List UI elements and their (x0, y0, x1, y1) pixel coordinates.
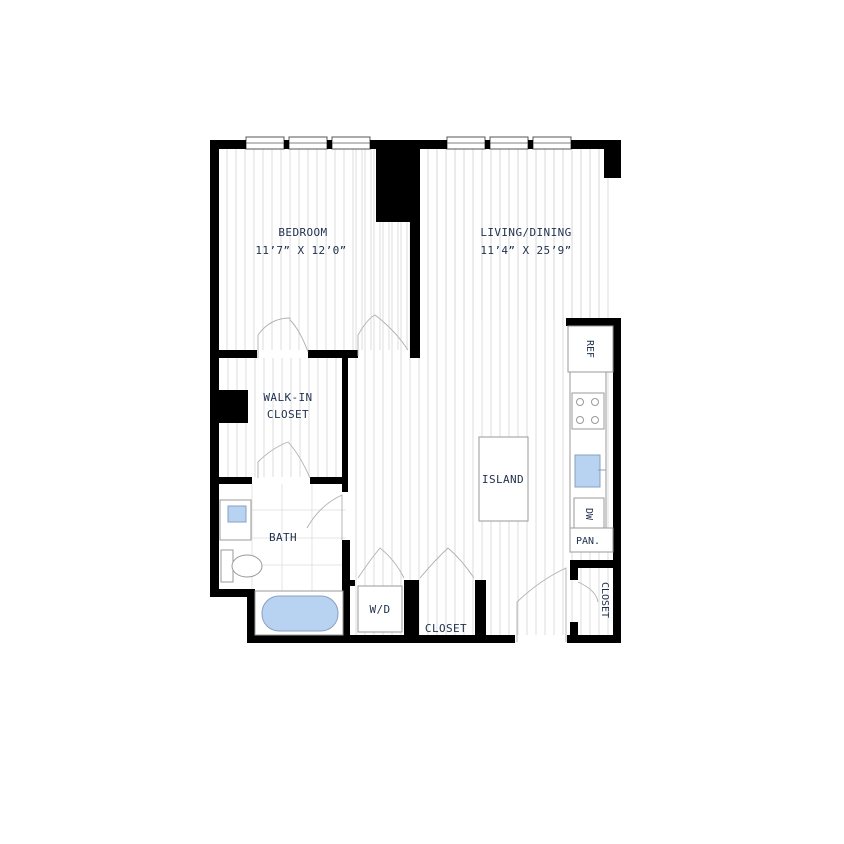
bath-label: BATH (269, 531, 297, 544)
kitchen-island (478, 436, 529, 522)
walls (210, 140, 621, 643)
toilet-tank (220, 549, 234, 583)
pantry (569, 527, 614, 553)
bath-door (306, 494, 343, 540)
refrigerator (567, 325, 614, 373)
island-label: ISLAND (482, 473, 524, 486)
tub-basin (261, 595, 339, 632)
floor-texture (226, 149, 609, 635)
living-label: LIVING/DINING (480, 226, 571, 239)
door-swings (257, 314, 599, 642)
pan-label: PAN. (576, 536, 600, 547)
dw-label: DW (583, 508, 594, 521)
labels: BEDROOM 11’7” X 12’0” LIVING/DINING 11’4… (255, 226, 610, 635)
closet-door-2 (419, 547, 475, 579)
toilet-bowl (231, 554, 263, 578)
bath-sink (227, 505, 247, 523)
living-dims: 11’4” X 25’9” (480, 244, 571, 257)
bath-fixtures (219, 499, 344, 636)
living-door (357, 314, 409, 356)
bedroom-label: BEDROOM (278, 226, 327, 239)
entry-door (516, 567, 567, 642)
walkin-label-1: WALK-IN (263, 391, 312, 404)
closet-label: CLOSET (425, 622, 467, 635)
kitchen-sink (574, 454, 601, 488)
bedroom-dims: 11’7” X 12’0” (255, 244, 346, 257)
kitchen-counter (567, 325, 614, 553)
closet-door (257, 441, 311, 479)
walkin-label-2: CLOSET (267, 408, 309, 421)
side-closet-label: CLOSET (599, 582, 610, 618)
bedroom-door (257, 317, 309, 358)
dishwasher (573, 497, 605, 531)
washer-dryer (357, 585, 403, 633)
side-closet-door (577, 581, 599, 603)
cooktop (571, 392, 605, 430)
windows (245, 136, 572, 150)
ref-label: REF (584, 340, 595, 358)
wd-label: W/D (369, 603, 390, 616)
wd-door (357, 547, 405, 579)
